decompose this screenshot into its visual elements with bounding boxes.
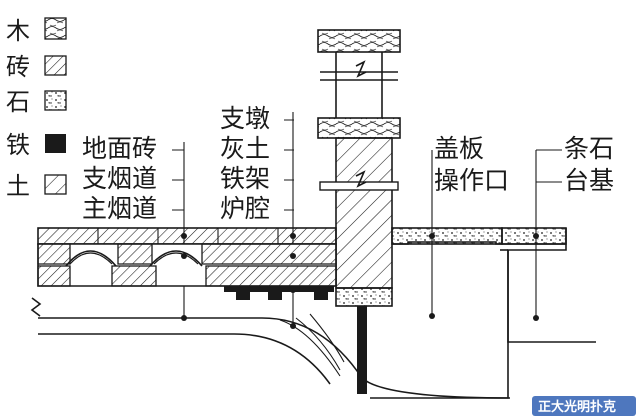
label-iron-frame: 铁架 — [220, 164, 270, 193]
watermark: 正大光明扑克 — [532, 396, 636, 416]
legend-label-brick: 砖 — [6, 53, 30, 81]
chimney-cap-top — [317, 29, 401, 53]
iron-frame — [224, 286, 334, 292]
legend-label-wood: 木 — [6, 17, 30, 45]
right-platform — [391, 227, 596, 343]
legend-label-iron: 铁 — [6, 131, 30, 159]
label-furnace-cavity: 炉腔 — [220, 194, 270, 223]
legend-item-stone: 石 — [6, 88, 67, 116]
label-lime-soil: 灰土 — [220, 134, 270, 163]
chimney-stone-base — [335, 287, 393, 307]
legend-item-iron: 铁 — [6, 131, 66, 159]
leader-dots — [181, 233, 539, 329]
label-ground-brick: 地面砖 — [82, 134, 157, 163]
watermark-text: 正大光明扑克 — [538, 399, 616, 415]
label-support-pier: 支墩 — [220, 104, 270, 133]
label-main-flue: 主烟道 — [82, 194, 157, 223]
legend-item-wood: 木 — [6, 17, 67, 45]
label-platform-base: 台基 — [564, 166, 614, 195]
brick-swatch — [44, 55, 67, 76]
stone-swatch — [44, 90, 67, 111]
label-strip-stone: 条石 — [564, 134, 614, 163]
wood-swatch — [44, 17, 67, 40]
iron-post — [357, 306, 367, 394]
legend-label-stone: 石 — [6, 88, 30, 116]
iron-swatch — [45, 134, 66, 153]
label-operation-port: 操作口 — [434, 166, 509, 195]
ground-channel — [30, 250, 511, 399]
legend: 木 砖 石 铁 土 — [6, 17, 67, 200]
legend-item-brick: 砖 — [6, 53, 67, 81]
legend-item-earth: 土 — [6, 172, 67, 200]
chimney — [317, 29, 401, 307]
chimney-cap-mid — [317, 117, 401, 139]
chimney-brick-shaft — [335, 137, 393, 289]
label-branch-flue: 支烟道 — [82, 164, 157, 193]
legend-label-earth: 土 — [6, 172, 30, 200]
earth-swatch — [44, 174, 67, 195]
label-cover-plate: 盖板 — [434, 134, 484, 163]
